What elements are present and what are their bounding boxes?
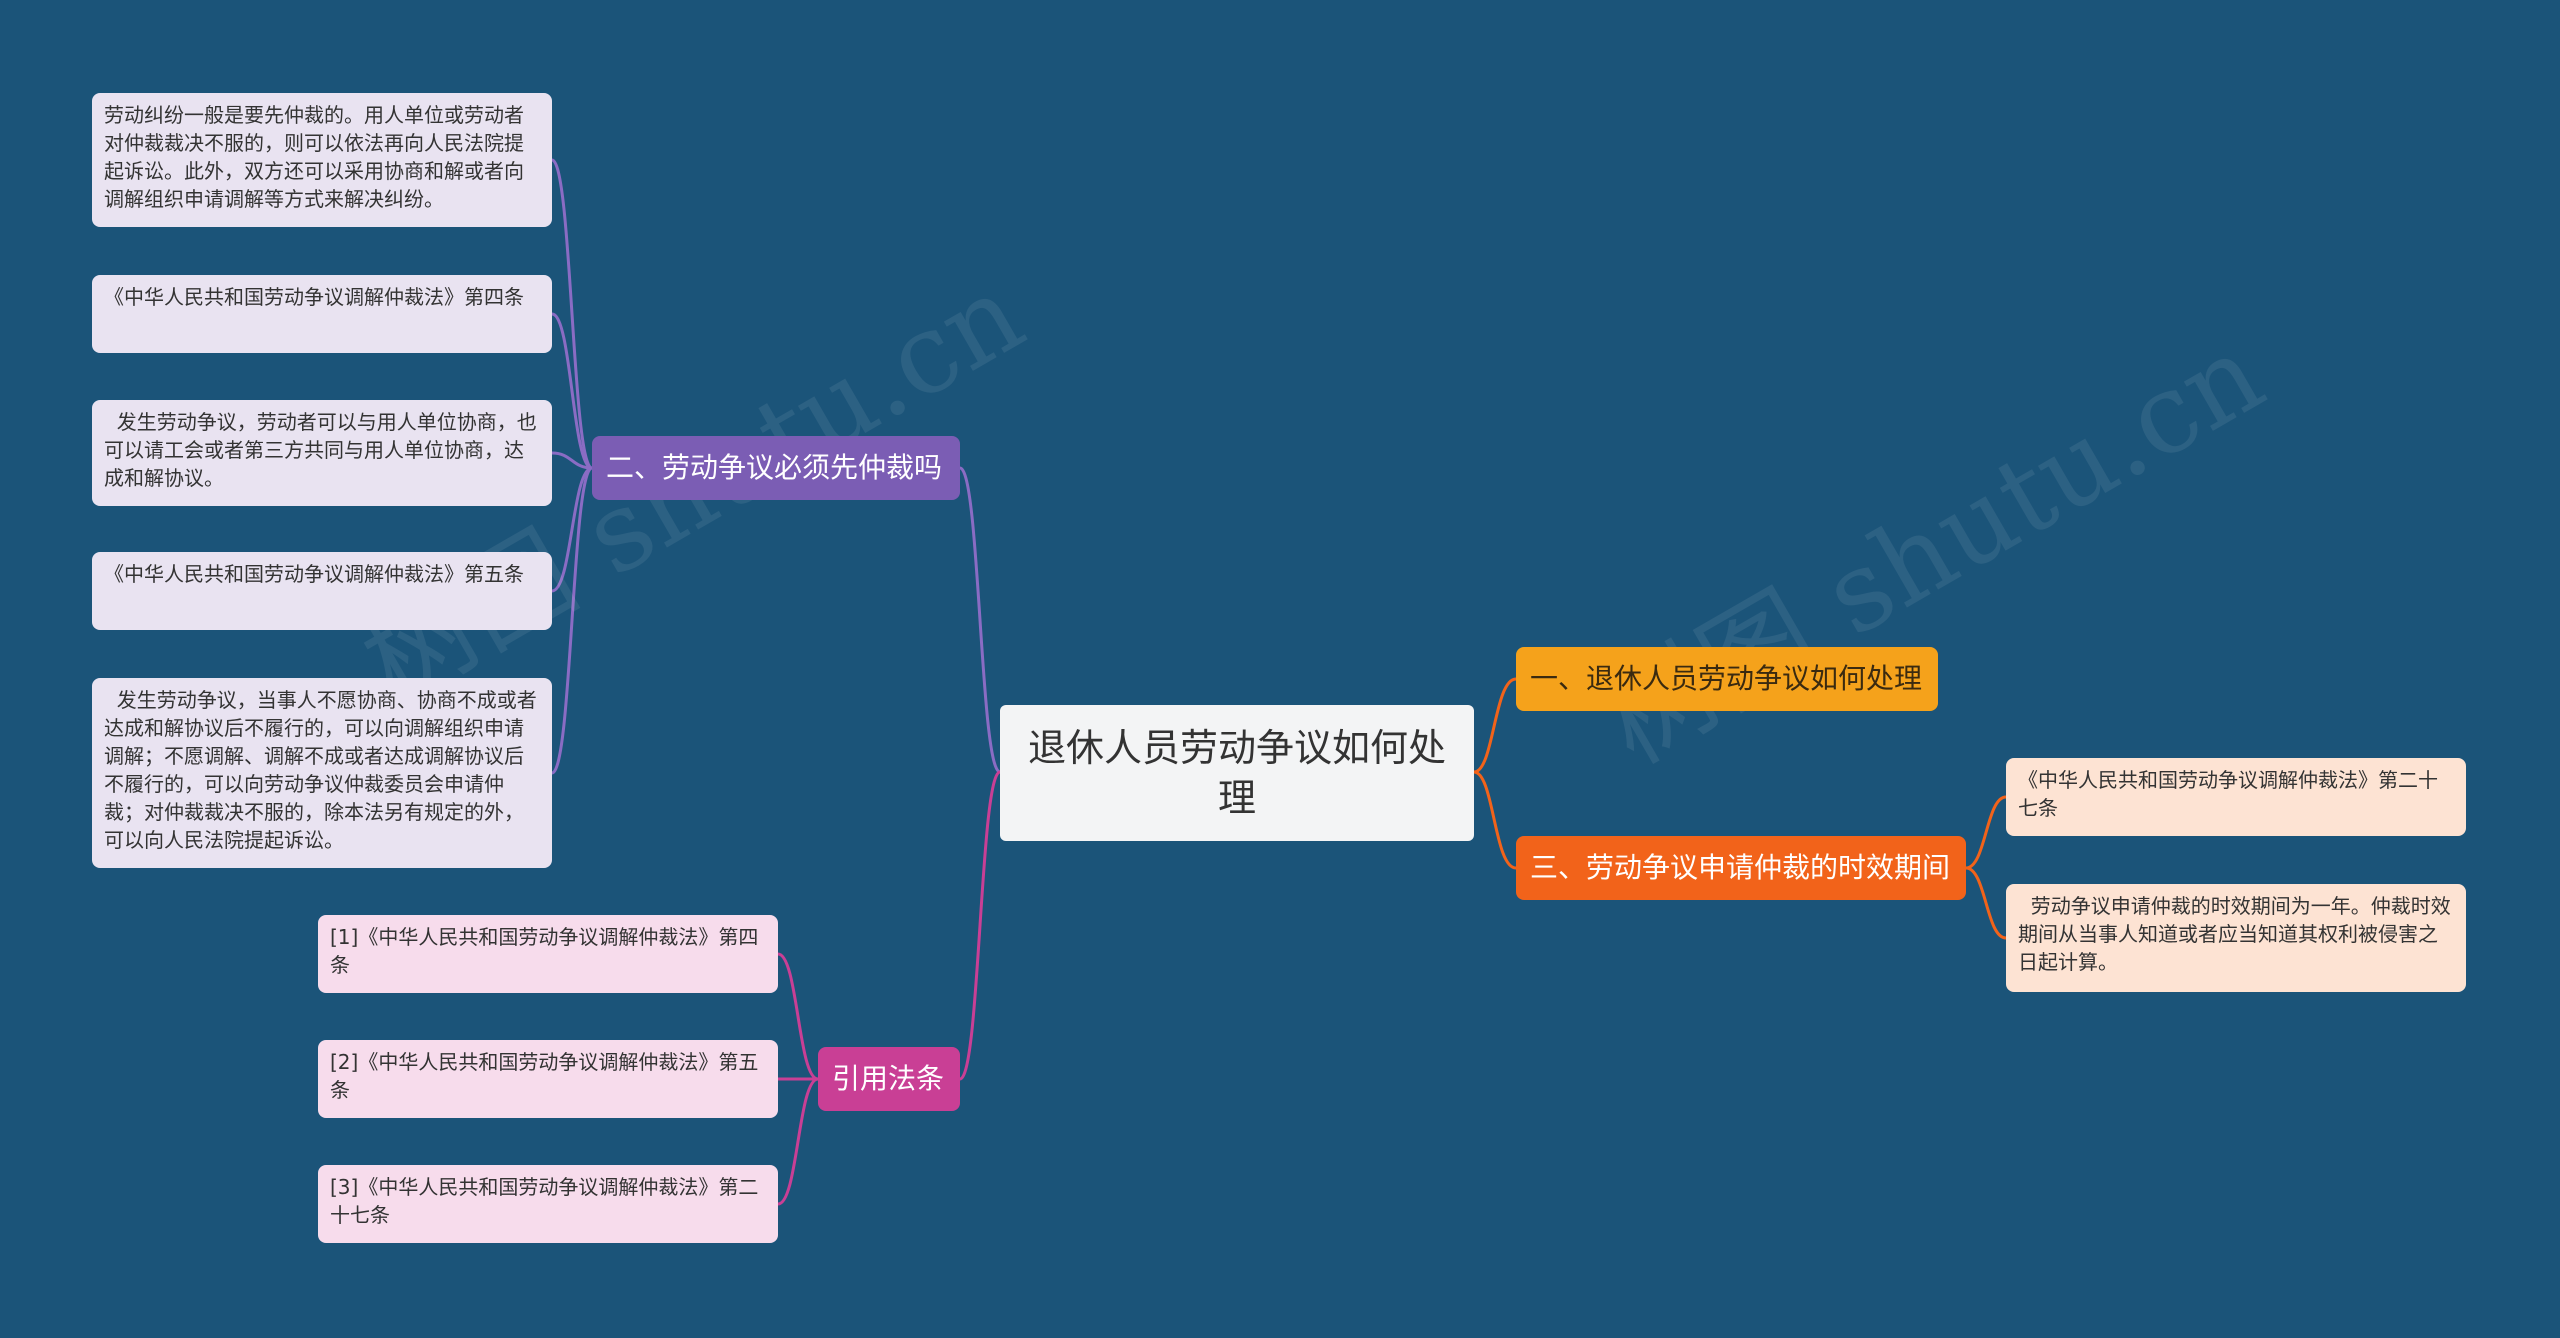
leaf-b2-4[interactable]: 《中华人民共和国劳动争议调解仲裁法》第五条 <box>92 552 552 630</box>
link-root-b1 <box>1473 677 1517 774</box>
link-b2-leaf1 <box>550 158 594 470</box>
leaf-b3-2[interactable]: 劳动争议申请仲裁的时效期间为一年。仲裁时效期间从当事人知道或者应当知道其权利被侵… <box>2006 884 2466 992</box>
link-root-b4 <box>958 770 1002 1081</box>
branch-must-arbitrate-first[interactable]: 二、劳动争议必须先仲裁吗 <box>592 436 960 500</box>
branch-cited-laws[interactable]: 引用法条 <box>818 1047 960 1111</box>
branch-label: 引用法条 <box>832 1062 945 1095</box>
link-b3-leaf2 <box>1965 866 2007 940</box>
branch-label: 一、退休人员劳动争议如何处理 <box>1530 662 1923 695</box>
leaf-b2-1[interactable]: 劳动纠纷一般是要先仲裁的。用人单位或劳动者对仲裁裁决不服的，则可以依法再向人民法… <box>92 93 552 227</box>
link-root-b3 <box>1473 770 1517 870</box>
leaf-b4-2[interactable]: [2]《中华人民共和国劳动争议调解仲裁法》第五条 <box>318 1040 778 1118</box>
root-topic[interactable]: 退休人员劳动争议如何处理 <box>1000 705 1474 841</box>
leaf-b4-1[interactable]: [1]《中华人民共和国劳动争议调解仲裁法》第四条 <box>318 915 778 993</box>
branch-how-to-handle[interactable]: 一、退休人员劳动争议如何处理 <box>1516 647 1938 711</box>
link-b2-leaf5 <box>550 466 594 775</box>
link-b2-leaf3 <box>551 451 593 470</box>
link-b4-leaf1 <box>777 952 819 1081</box>
link-b3-leaf1 <box>1965 795 2007 870</box>
link-b4-leaf3 <box>777 1077 819 1206</box>
leaf-b2-3[interactable]: 发生劳动争议，劳动者可以与用人单位协商，也可以请工会或者第三方共同与用人单位协商… <box>92 400 552 506</box>
root-topic-label: 退休人员劳动争议如何处理 <box>1027 726 1446 820</box>
leaf-b2-2[interactable]: 《中华人民共和国劳动争议调解仲裁法》第四条 <box>92 275 552 353</box>
branch-label: 二、劳动争议必须先仲裁吗 <box>606 451 943 484</box>
leaf-b2-5[interactable]: 发生劳动争议，当事人不愿协商、协商不成或者达成和解协议后不履行的，可以向调解组织… <box>92 678 552 868</box>
branch-arbitration-time-limit[interactable]: 三、劳动争议申请仲裁的时效期间 <box>1516 836 1966 900</box>
link-root-b2 <box>958 466 1002 774</box>
branch-label: 三、劳动争议申请仲裁的时效期间 <box>1530 851 1951 884</box>
link-b2-leaf4 <box>551 466 593 593</box>
leaf-b3-1[interactable]: 《中华人民共和国劳动争议调解仲裁法》第二十七条 <box>2006 758 2466 836</box>
leaf-b4-3[interactable]: [3]《中华人民共和国劳动争议调解仲裁法》第二十七条 <box>318 1165 778 1243</box>
link-b2-leaf2 <box>551 312 593 470</box>
